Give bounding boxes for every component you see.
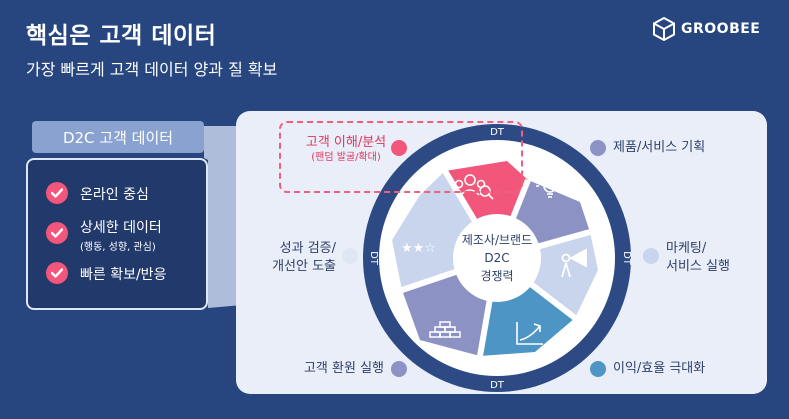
segment-customer-analysis <box>445 161 528 258</box>
page-subtitle: 가장 빠르게 고객 데이터 양과 질 확보 <box>26 60 278 79</box>
dt-label-top: DT <box>490 127 505 138</box>
check-icon <box>46 182 68 204</box>
step-dot-customer-return <box>391 361 407 377</box>
cube-logo-icon <box>653 17 675 41</box>
page-title: 핵심은 고객 데이터 <box>26 23 217 49</box>
check-icon <box>46 222 68 244</box>
step-dot-customer-analysis <box>391 140 407 156</box>
center-line-3: 경쟁력 <box>480 269 513 283</box>
brand-logo: GROOBEE <box>653 17 760 41</box>
step-sub-customer-analysis: (팬덤 발굴/확대) <box>311 152 381 163</box>
dt-label-left: DT <box>368 251 379 266</box>
customer-analysis-highlight <box>279 121 523 193</box>
step-label-profit: 이익/효율 극대화 <box>613 361 706 376</box>
step-label-marketing-2: 서비스 실행 <box>666 259 730 274</box>
step-dot-product-planning <box>590 140 606 156</box>
stars-icon: ★★☆ <box>401 241 436 256</box>
list-item-fast: 빠른 확보/반응 <box>80 267 167 283</box>
step-label-product-planning: 제품/서비스 기획 <box>613 140 706 155</box>
list-item-detailed-sub: (행동, 성향, 관심) <box>80 242 156 253</box>
logo-text: GROOBEE <box>681 21 761 37</box>
list-item-online: 온라인 중심 <box>80 187 149 203</box>
customer-analysis-icon <box>454 174 494 200</box>
center-line-1: 제조사/브랜드 <box>462 233 532 247</box>
dt-label-bottom: DT <box>490 380 505 391</box>
step-dot-marketing <box>643 248 659 264</box>
step-label-performance-2: 개선안 도출 <box>272 259 336 274</box>
list-item-detailed: 상세한 데이터 <box>80 220 162 236</box>
svg-text:★★☆: ★★☆ <box>401 241 436 256</box>
step-label-marketing: 마케팅/ <box>666 241 707 256</box>
growth-chart-icon <box>516 322 543 345</box>
dt-label-right: DT <box>621 251 632 266</box>
megaphone-icon <box>561 248 587 278</box>
step-label-customer-analysis: 고객 이해/분석 <box>305 135 387 150</box>
check-icon <box>46 262 68 284</box>
lightbulb-icon <box>536 172 564 198</box>
gold-bars-icon <box>429 321 461 338</box>
customer-data-tab: D2C 고객 데이터 <box>32 121 204 153</box>
center-circle <box>453 214 541 302</box>
center-line-2: D2C <box>484 251 509 265</box>
step-label-performance: 성과 검증/ <box>279 241 336 256</box>
step-dot-performance <box>342 248 358 264</box>
step-dot-profit <box>590 361 606 377</box>
step-label-customer-return: 고객 환원 실행 <box>303 361 384 376</box>
